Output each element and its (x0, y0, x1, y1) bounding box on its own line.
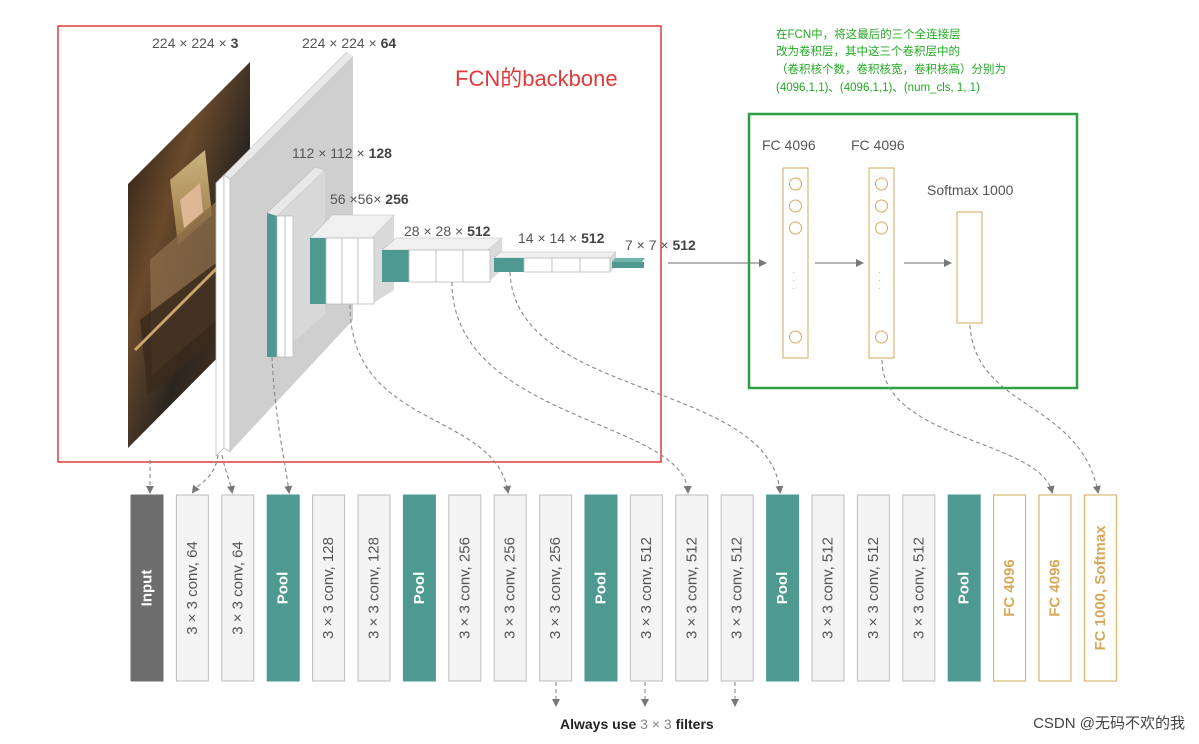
layer-block-label: 3 × 3 conv, 128 (320, 537, 337, 639)
layer-block-label: 3 × 3 conv, 512 (820, 537, 837, 639)
fcn-note-line-1: 改为卷积层，其中这三个卷积层中的 (776, 44, 960, 58)
layer-block-fc: FC 4096 (1038, 494, 1072, 682)
fc1-label: FC 4096 (762, 137, 816, 153)
layer-block-pool: Pool (766, 494, 800, 682)
backbone-frame (57, 25, 662, 463)
layer-block-conv: 3 × 3 conv, 64 (221, 494, 255, 682)
layer-block-label: Input (139, 570, 156, 607)
layer-block-fc: FC 4096 (993, 494, 1027, 682)
softmax-column (956, 211, 983, 324)
dashed-connectors (146, 271, 1101, 707)
layer-block-label: 3 × 3 conv, 512 (729, 537, 746, 639)
filters-note: Always use 3 × 3 filters (560, 716, 714, 732)
layer-block-pool: Pool (266, 494, 300, 682)
layer-block-conv: 3 × 3 conv, 512 (902, 494, 936, 682)
backbone-title: FCN的backbone (455, 66, 618, 91)
layer-block-conv: 3 × 3 conv, 256 (448, 494, 482, 682)
layer-block-conv: 3 × 3 conv, 512 (720, 494, 754, 682)
layer-block-label: Pool (956, 572, 973, 605)
csdn-watermark: CSDN @无码不欢的我 (1033, 715, 1185, 732)
layer-block-conv: 3 × 3 conv, 256 (493, 494, 527, 682)
layer-block-pool: Pool (402, 494, 436, 682)
layer-block-label: 3 × 3 conv, 64 (229, 541, 246, 635)
layer-block-label: 3 × 3 conv, 512 (638, 537, 655, 639)
layer-block-label: Pool (411, 572, 428, 605)
slab-112x112x128 (266, 166, 326, 358)
layer-block-conv: 3 × 3 conv, 512 (675, 494, 709, 682)
slab-28x28x512 (381, 237, 503, 283)
layer-block-label: 3 × 3 conv, 512 (683, 537, 700, 639)
fc1-dots: ··· (792, 267, 795, 294)
layer-block-label: Pool (774, 572, 791, 605)
fc2-dots: ··· (878, 267, 881, 294)
fcn-note-line-0: 在FCN中，将这最后的三个全连接层 (776, 27, 961, 41)
layer-block-conv: 3 × 3 conv, 256 (539, 494, 573, 682)
layer-block-label: FC 4096 (1001, 559, 1018, 617)
layer-block-label: 3 × 3 conv, 512 (910, 537, 927, 639)
dim-label-6: 7 × 7 × 512 (625, 237, 696, 253)
fc2-column (868, 167, 895, 359)
layer-block-label: 3 × 3 conv, 256 (502, 537, 519, 639)
vgg-layer-blocks: Input 3 × 3 conv, 64 3 × 3 conv, 64 Pool 3 ×… (130, 494, 1117, 682)
layer-block-fc: FC 1000, Softmax (1083, 494, 1117, 682)
slab-56x56x256 (309, 214, 395, 305)
layer-block-pool: Pool (947, 494, 981, 682)
dim-label-5: 14 × 14 × 512 (518, 230, 605, 246)
slab-14x14x512 (493, 251, 617, 273)
softmax-label: Softmax 1000 (927, 182, 1014, 198)
dim-label-4: 28 × 28 × 512 (404, 223, 491, 239)
fc2-label: FC 4096 (851, 137, 905, 153)
layer-block-conv: 3 × 3 conv, 64 (175, 494, 209, 682)
fc-frame (747, 112, 1079, 390)
fcn-note-line-2: （卷积核个数，卷积核宽，卷积核高）分别为 (776, 62, 1006, 76)
layer-block-conv: 3 × 3 conv, 512 (856, 494, 890, 682)
layer-block-label: 3 × 3 conv, 512 (865, 537, 882, 639)
slab-7x7x512 (612, 258, 645, 268)
fcn-note-line-3: (4096,1,1)、(4096,1,1)、(num_cls, 1, 1) (776, 82, 980, 94)
layer-block-label: Pool (593, 572, 610, 605)
layer-block-label: FC 4096 (1047, 559, 1064, 617)
layer-block-label: 3 × 3 conv, 128 (366, 537, 383, 639)
layer-block-label: 3 × 3 conv, 256 (456, 537, 473, 639)
layer-block-conv: 3 × 3 conv, 128 (312, 494, 346, 682)
layer-block-label: 3 × 3 conv, 256 (547, 537, 564, 639)
layer-block-label: 3 × 3 conv, 64 (184, 541, 201, 635)
dim-label-1: 224 × 224 × 64 (302, 35, 396, 51)
layer-block-conv: 3 × 3 conv, 512 (629, 494, 663, 682)
fc1-column (782, 167, 809, 359)
layer-block-pool: Pool (584, 494, 618, 682)
layer-block-label: FC 1000, Softmax (1092, 525, 1109, 651)
layer-block-conv: 3 × 3 conv, 128 (357, 494, 391, 682)
dim-label-0: 224 × 224 × 3 (152, 35, 239, 51)
dim-label-3: 56 ×56× 256 (330, 191, 409, 207)
layer-block-input: Input (130, 494, 164, 682)
dim-label-2: 112 × 112 × 128 (292, 145, 392, 161)
layer-block-label: Pool (275, 572, 292, 605)
layer-block-conv: 3 × 3 conv, 512 (811, 494, 845, 682)
